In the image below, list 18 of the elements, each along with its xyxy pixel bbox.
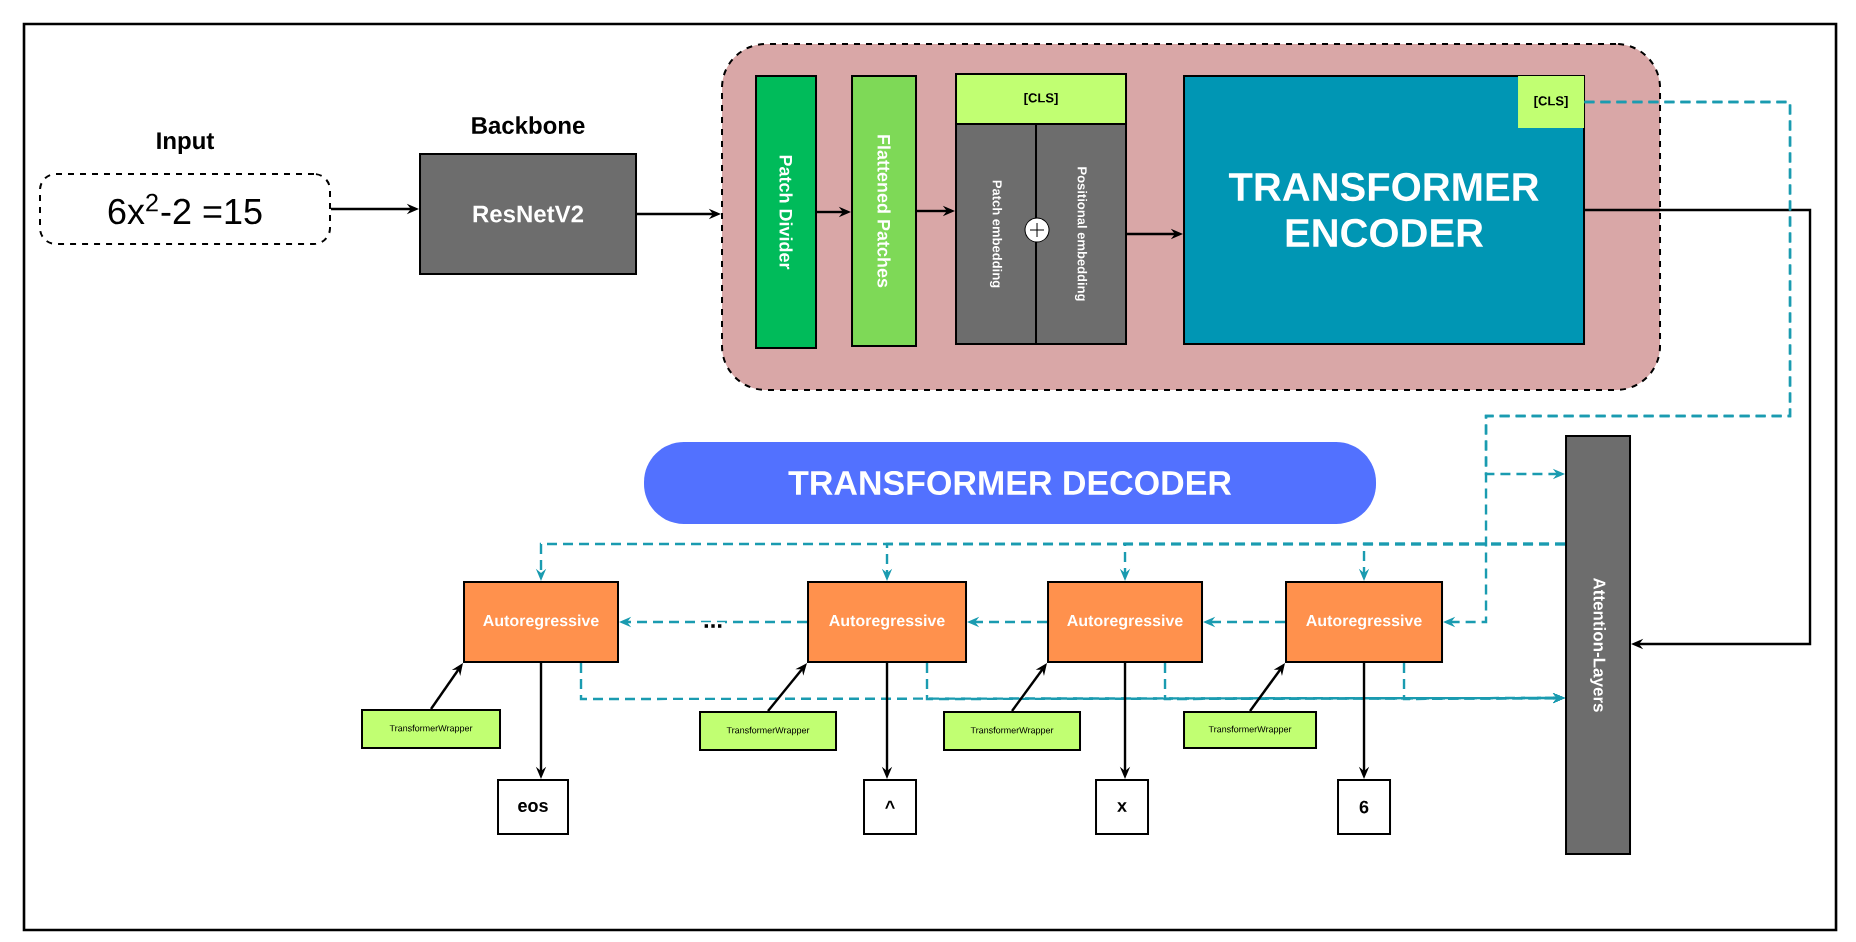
heading: Input <box>157 132 215 154</box>
edge-label: ... <box>701 622 725 630</box>
output-token-box: eos <box>497 779 569 835</box>
process-box: Autoregressive <box>1285 581 1443 663</box>
process-box: Patch Divider <box>755 75 817 349</box>
attention-layers-bar: Attention-Layers <box>1565 435 1631 855</box>
output-token-box: ^ <box>863 779 917 835</box>
decoder-banner: TRANSFORMER DECODER <box>644 442 1376 524</box>
input-box: 6x$^{2}$-2 =15 <box>39 173 331 245</box>
backbone-box: ResNetV2 <box>419 153 637 275</box>
process-box: Flattened Patches <box>851 75 917 347</box>
process-box: Autoregressive <box>1047 581 1203 663</box>
process-box: Autoregressive <box>463 581 619 663</box>
output-token-box: 6 <box>1337 779 1391 835</box>
arrow <box>1585 208 1812 650</box>
heading: Backbone <box>472 116 585 134</box>
output-token-box: x <box>1095 779 1149 835</box>
process-box: Autoregressive <box>807 581 967 663</box>
